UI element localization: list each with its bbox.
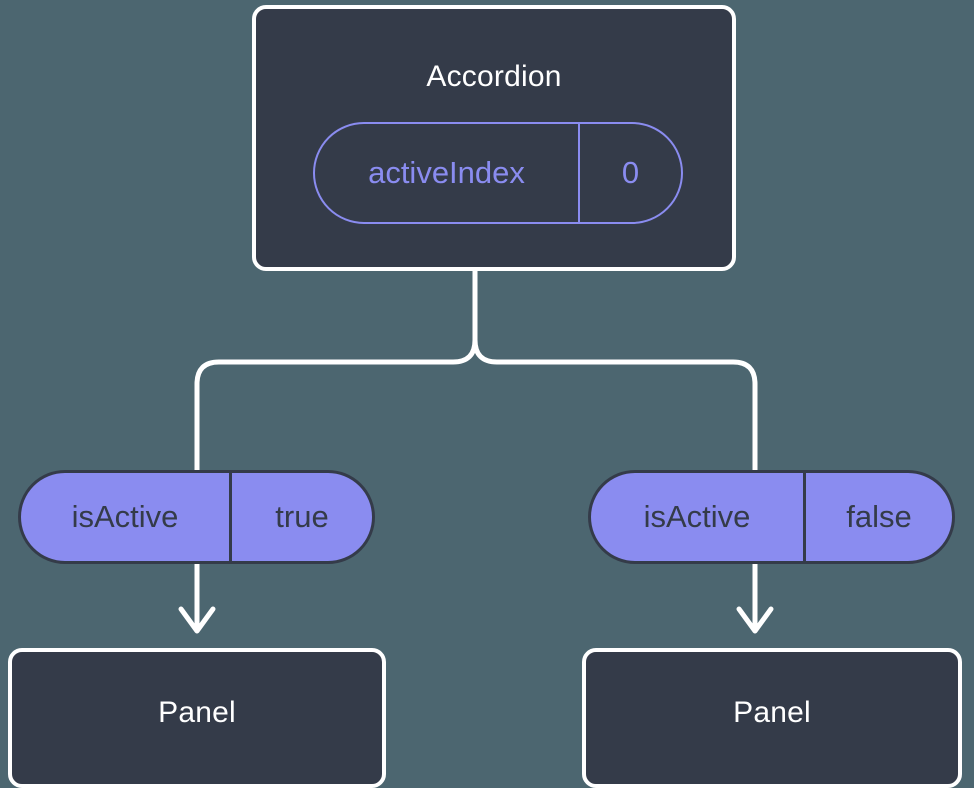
arrow-left-head-icon <box>178 606 216 634</box>
prop-pill-key: isActive <box>591 473 806 561</box>
fork-connector-path-right <box>472 267 758 473</box>
accordion-node-label: Accordion <box>426 60 562 93</box>
panel-node-right[interactable]: Panel <box>582 648 962 788</box>
fork-connector-path <box>194 267 478 473</box>
panel-node-left-label: Panel <box>158 696 236 729</box>
panel-node-left[interactable]: Panel <box>8 648 386 788</box>
prop-pill-is-active-false[interactable]: isActive false <box>588 470 955 564</box>
accordion-node[interactable]: Accordion activeIndex 0 <box>252 5 736 271</box>
state-pill-value: 0 <box>621 155 640 190</box>
prop-pill-key: isActive <box>21 473 232 561</box>
prop-pill-is-active-true[interactable]: isActive true <box>18 470 375 564</box>
state-pill-active-index[interactable]: activeIndex 0 <box>313 122 683 224</box>
arrow-right-head-icon <box>736 606 774 634</box>
state-pill-key: activeIndex <box>315 124 580 222</box>
prop-pill-value: false <box>846 499 912 534</box>
diagram-canvas: Accordion activeIndex 0 isActive true is… <box>8 5 962 788</box>
panel-node-right-label: Panel <box>733 696 811 729</box>
prop-pill-value: true <box>275 499 329 534</box>
